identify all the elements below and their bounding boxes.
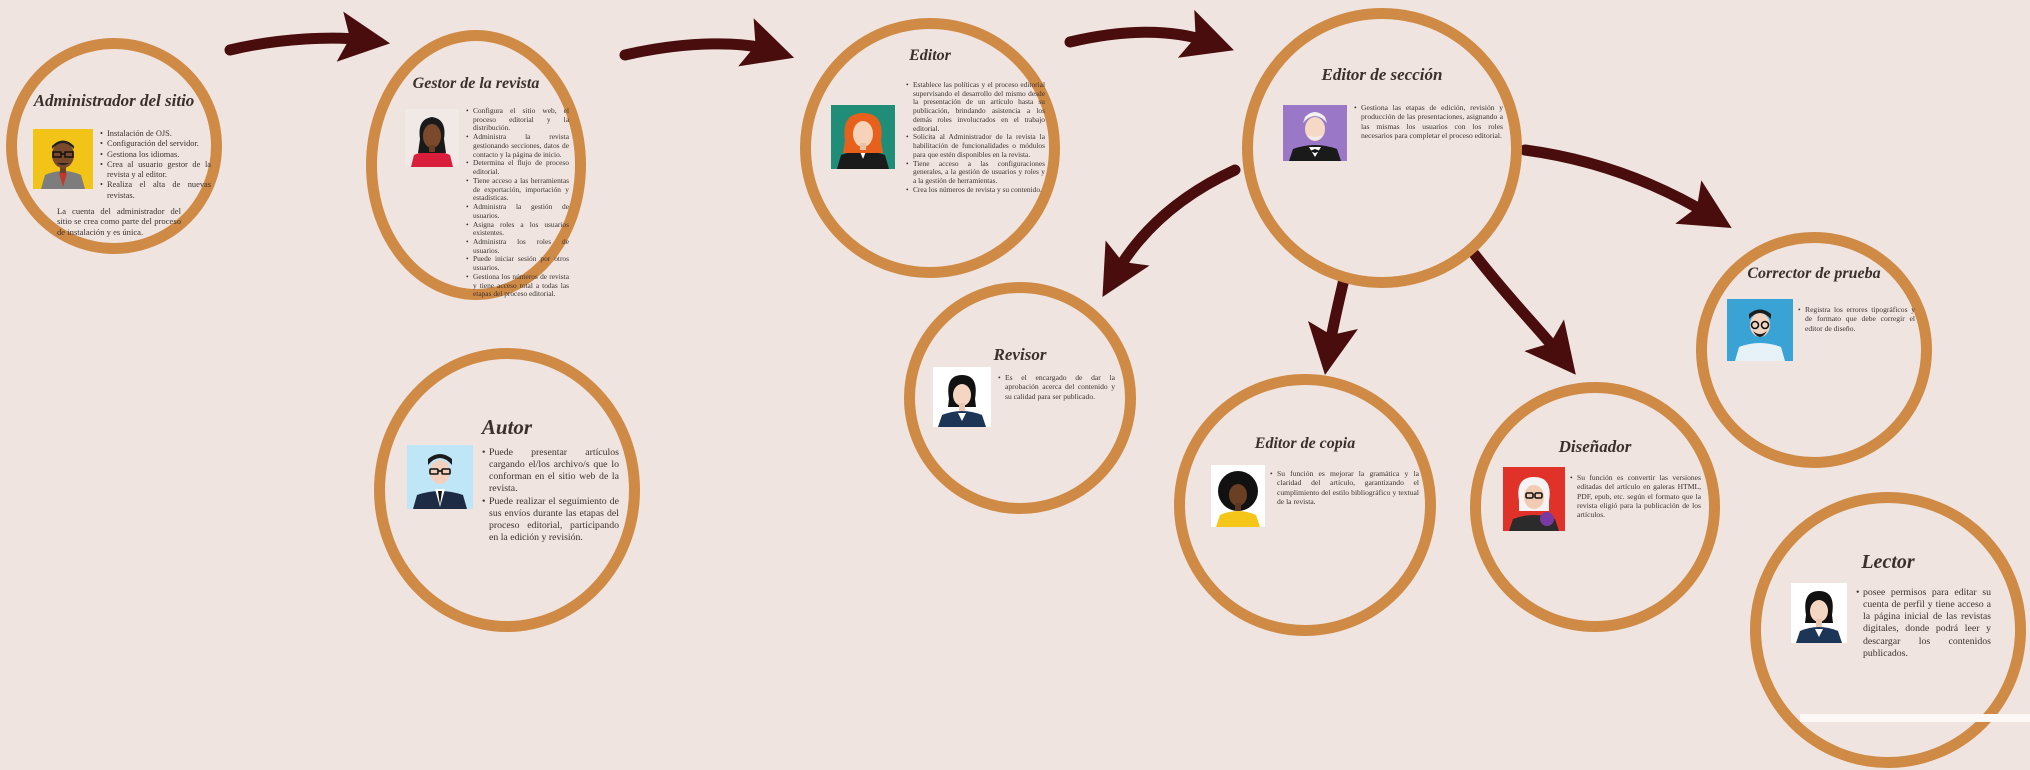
- autor-avatar-icon: [407, 445, 473, 509]
- role-item: Configura el sitio web, el proceso edito…: [466, 106, 569, 133]
- editor-avatar-icon: [831, 105, 895, 169]
- role-item: Tiene acceso a las herramientas de expor…: [466, 176, 569, 203]
- role-title: Editor de sección: [1321, 65, 1443, 84]
- role-item: Tiene acceso a las configuraciones gener…: [906, 159, 1045, 186]
- role-editor-body: Establece las políticas y el proceso edi…: [905, 80, 1045, 195]
- role-seccion-body: Gestiona las etapas de edición, revisión…: [1353, 103, 1503, 140]
- role-item: Establece las políticas y el proceso edi…: [906, 80, 1045, 133]
- role-title: Corrector de prueba: [1747, 265, 1881, 282]
- role-corrector-body: Registra los errores tipográficos y de f…: [1797, 305, 1915, 333]
- role-editor-node: Editor Establece las políticas y el proc…: [800, 18, 1060, 278]
- role-item: Realiza el alta de nuevas revistas.: [100, 180, 211, 201]
- arrow-editor-seccion: [1064, 9, 1234, 58]
- role-revisor-body: Es el encargado de dar la aprobación ace…: [997, 373, 1115, 401]
- role-item: Puede presentar artículos cargando el/lo…: [482, 447, 619, 496]
- role-corrector-node: Corrector de prueba Registra los errores…: [1696, 232, 1932, 468]
- seccion-avatar-icon: [1283, 105, 1347, 161]
- role-item: Es el encargado de dar la aprobación ace…: [998, 373, 1115, 401]
- arrow-seccion-copia: [1308, 269, 1358, 375]
- role-item: Gestiona los idiomas.: [100, 150, 211, 161]
- role-disenador-node: Diseñador Su función es convertir las ve…: [1470, 382, 1720, 632]
- role-item: Administra la revista gestionando seccio…: [466, 132, 569, 159]
- role-title: Lector: [1861, 551, 1915, 573]
- role-admin-body: Instalación de OJS. Configuración del se…: [99, 129, 211, 201]
- arrow-seccion-corrector: [1519, 144, 1732, 229]
- arrow-gestor-editor: [619, 18, 795, 67]
- role-item: Administra la gestión de usuarios.: [466, 202, 569, 220]
- role-item: posee permisos para editar su cuenta de …: [1856, 587, 1991, 660]
- arrow-seccion-disenador: [1469, 249, 1576, 375]
- lector-avatar-icon: [1791, 583, 1847, 643]
- role-item: Su función es convertir las versiones ed…: [1570, 473, 1701, 519]
- role-item: Asigna roles a los usuarios existentes.: [466, 220, 569, 238]
- role-autor-body: Puede presentar artículos cargando el/lo…: [481, 447, 619, 544]
- role-title: Gestor de la revista: [412, 75, 540, 92]
- role-item: Gestiona los números de revista y tiene …: [466, 272, 569, 299]
- role-copia-node: Editor de copia Su función es mejorar la…: [1174, 374, 1436, 636]
- disenador-avatar-icon: [1503, 467, 1565, 531]
- role-item: Instalación de OJS.: [100, 129, 211, 140]
- role-item: Gestiona las etapas de edición, revisión…: [1354, 103, 1503, 140]
- role-item: Administra los roles de usuarios.: [466, 237, 569, 255]
- role-title: Revisor: [993, 345, 1047, 364]
- role-admin-node: Administrador del sitio Instalación de O…: [6, 38, 222, 254]
- role-lector-node: Lector posee permisos para editar su cue…: [1750, 492, 2026, 768]
- role-disenador-body: Su función es convertir las versiones ed…: [1569, 473, 1701, 519]
- role-item: Registra los errores tipográficos y de f…: [1798, 305, 1915, 333]
- role-item: Crea al usuario gestor de la revista y a…: [100, 160, 211, 181]
- role-gestor-body: Configura el sitio web, el proceso edito…: [465, 106, 569, 299]
- role-title: Diseñador: [1558, 437, 1632, 456]
- corrector-avatar-icon: [1727, 299, 1793, 361]
- role-item: Puede realizar el seguimiento de sus env…: [482, 496, 619, 545]
- page-edge-strip: [1800, 714, 2030, 722]
- role-title: Editor: [909, 47, 951, 64]
- arrow-admin-gestor: [224, 11, 391, 62]
- role-admin-note: La cuenta del administrador del sitio se…: [57, 206, 181, 237]
- role-seccion-node: Editor de sección Gestiona las etapas de…: [1242, 8, 1522, 288]
- role-title: Editor de copia: [1254, 435, 1356, 452]
- copia-avatar-icon: [1211, 465, 1265, 527]
- role-item: Solicita al Administrador de la revista …: [906, 133, 1045, 159]
- role-item: Determina el flujo de proceso editorial.: [466, 158, 569, 176]
- role-item: Puede iniciar sesión por otros usuarios.: [466, 254, 569, 272]
- gestor-avatar-icon: [405, 109, 459, 167]
- revisor-avatar-icon: [933, 367, 991, 427]
- role-revisor-node: Revisor Es el encargado de dar la aproba…: [904, 282, 1136, 514]
- role-item: Configuración del servidor.: [100, 139, 211, 150]
- role-copia-body: Su función es mejorar la gramática y la …: [1269, 469, 1419, 506]
- role-lector-body: posee permisos para editar su cuenta de …: [1855, 587, 1991, 660]
- role-gestor-node: Gestor de la revista Configura el sitio …: [366, 30, 586, 300]
- role-title: Administrador del sitio: [33, 91, 195, 110]
- role-title: Autor: [481, 415, 533, 439]
- role-item: Su función es mejorar la gramática y la …: [1270, 469, 1419, 506]
- role-item: Crea los números de revista y su conteni…: [906, 185, 1045, 195]
- admin-avatar-icon: [33, 129, 93, 189]
- role-autor-node: Autor Puede presentar artículos cargando…: [374, 348, 640, 632]
- arrow-seccion-revisor: [1102, 164, 1241, 297]
